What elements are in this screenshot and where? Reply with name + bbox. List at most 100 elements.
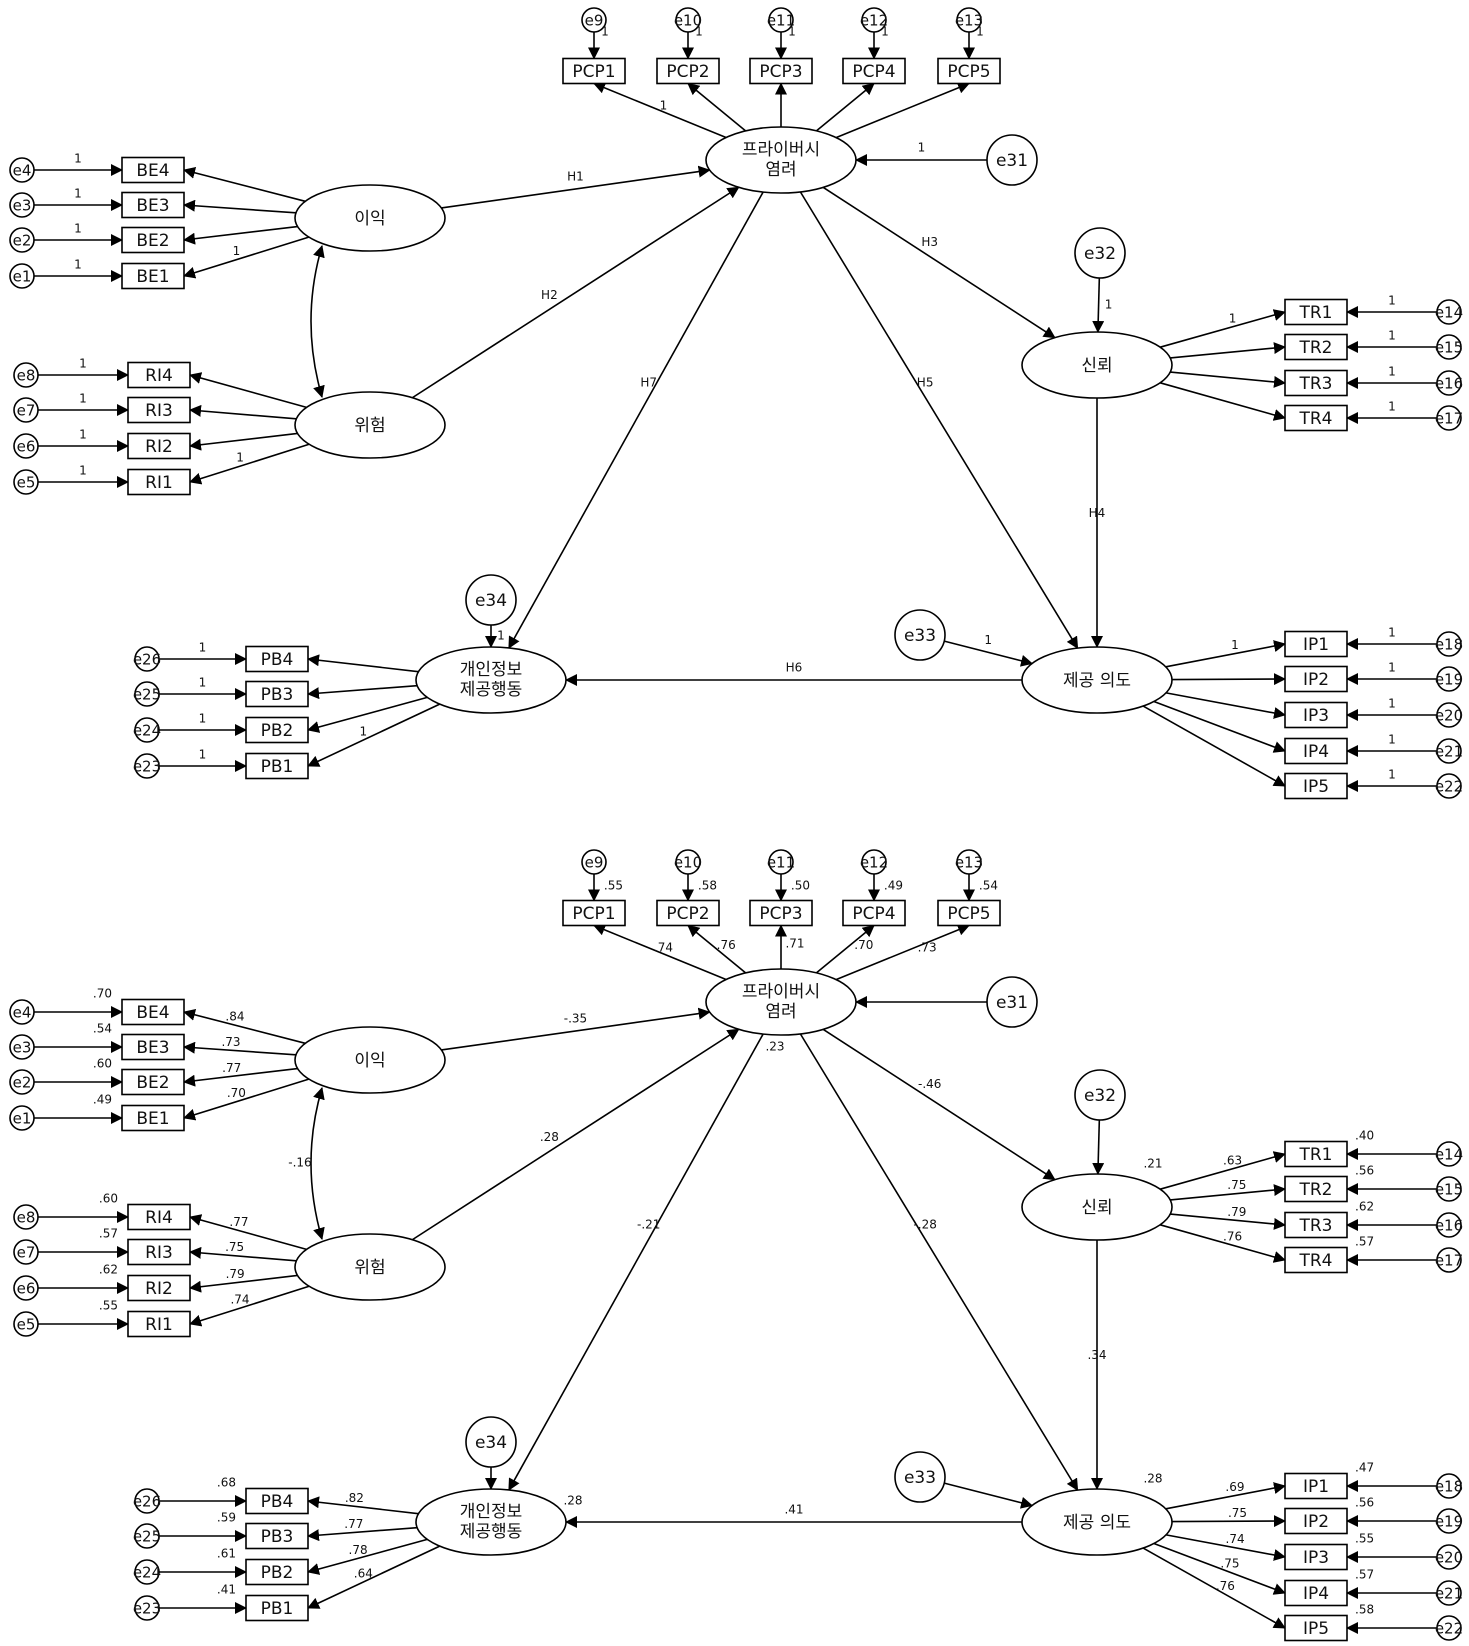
indicator-pcp2-box <box>656 57 720 85</box>
path-h4-label: .34 <box>1087 1348 1106 1362</box>
error-e1-label: e1 <box>13 1110 32 1128</box>
r2-be4-label: .70 <box>93 987 112 1001</box>
indicator-ip3-label: IP3 <box>1303 706 1329 726</box>
indicator-pb2-box <box>245 1558 309 1586</box>
loading-pcp3-label: .71 <box>785 936 804 950</box>
error-e14-circle <box>1436 299 1462 325</box>
error-e5-circle <box>13 469 39 495</box>
latent-pcp-label-line1: 프라이버시 <box>742 982 820 1002</box>
indicator-ri3-box <box>127 1238 191 1266</box>
indicator-ri3-label: RI3 <box>145 1243 173 1263</box>
error-e17-label: e17 <box>1435 1252 1463 1270</box>
path-h1-arrow <box>441 165 711 209</box>
error-e12-label: e12 <box>860 854 888 872</box>
error-e2-label: e2 <box>13 232 32 250</box>
error-e17-weight-label: 1 <box>1388 400 1396 414</box>
indicator-tr4-label: TR4 <box>1298 1251 1332 1271</box>
indicator-ip2-box <box>1284 1507 1348 1535</box>
indicator-pcp2-label: PCP2 <box>666 62 709 82</box>
loading-pcp4-label: .70 <box>854 938 873 952</box>
error-e9-label: e9 <box>585 12 604 30</box>
indicator-pb2-label: PB2 <box>261 721 294 741</box>
loading-ri1-arrow <box>189 443 310 485</box>
latent-pcp-ellipse <box>705 968 857 1036</box>
loading-ip5-label: .76 <box>1216 1579 1235 1593</box>
path-h5-label: H5 <box>917 376 934 390</box>
indicator-ip3-box <box>1284 1543 1348 1571</box>
indicator-ip3-label: IP3 <box>1303 1548 1329 1568</box>
indicator-pb4-box <box>245 645 309 673</box>
path-h1-arrow <box>441 1007 711 1051</box>
r2-ip1-label: .47 <box>1355 1461 1374 1475</box>
indicator-ri4-box <box>127 1203 191 1231</box>
indicator-pb2-label: PB2 <box>261 1563 294 1583</box>
error-e12-weight-label: 1 <box>881 25 889 39</box>
path-h1-label: H1 <box>567 170 584 184</box>
path-h7-arrow <box>508 191 764 649</box>
error-e2-circle <box>9 1069 35 1095</box>
indicator-pcp4-label: PCP4 <box>852 904 895 924</box>
indicator-ri4-box <box>127 361 191 389</box>
error-e25-circle <box>134 681 160 707</box>
loading-be3-label: .73 <box>221 1035 240 1049</box>
standardized-model-panel: -.35.28-.46.34-.28.41-.21-.16.84.73.77.7… <box>9 849 1463 1642</box>
error-e6-label: e6 <box>17 438 36 456</box>
error-e13-label: e13 <box>955 854 983 872</box>
error-e14-label: e14 <box>1435 1146 1463 1164</box>
indicator-be2-box <box>121 1068 185 1096</box>
indicator-pcp5-label: PCP5 <box>947 62 990 82</box>
indicator-be3-label: BE3 <box>136 1038 169 1058</box>
indicator-pb1-box <box>245 1594 309 1622</box>
indicator-tr1-label: TR1 <box>1298 1145 1332 1165</box>
disturbance-e31-circle <box>986 134 1038 186</box>
indicator-pcp3-label: PCP3 <box>759 904 802 924</box>
error-e4-weight-label: 1 <box>74 152 82 166</box>
indicator-be1-box <box>121 262 185 290</box>
indicator-be4-label: BE4 <box>136 1003 169 1023</box>
loading-pcp1-arrow <box>593 924 727 981</box>
loading-tr3-arrow <box>1170 371 1286 388</box>
indicator-pcp1-label: PCP1 <box>572 904 615 924</box>
loading-tr2-arrow <box>1170 1184 1286 1201</box>
indicator-be2-label: BE2 <box>136 1073 169 1093</box>
r2-ri4-label: .60 <box>99 1192 118 1206</box>
indicator-pcp3-label: PCP3 <box>759 62 802 82</box>
disturbance-e32-weight-label: 1 <box>1105 297 1113 311</box>
indicator-ri1-label: RI1 <box>145 1315 173 1335</box>
loading-ri4-arrow <box>189 1214 307 1251</box>
loading-tr2-label: .75 <box>1227 1178 1246 1192</box>
loading-pb1-arrow <box>307 703 441 767</box>
loading-ip1-arrow <box>1165 640 1286 668</box>
r2-ip4-label: .57 <box>1355 1568 1374 1582</box>
benefit-risk-covariance-arrow <box>310 245 325 398</box>
error-e10-label: e10 <box>674 854 702 872</box>
error-e5-weight-label: 1 <box>79 464 87 478</box>
error-e7-weight-label: 1 <box>79 392 87 406</box>
error-e25-label: e25 <box>133 1528 161 1546</box>
r2-pb-label: .28 <box>563 1494 582 1508</box>
indicator-be3-box <box>121 1033 185 1061</box>
loading-pb1-label: .64 <box>354 1566 373 1580</box>
loading-ip1-label: .69 <box>1225 1480 1244 1494</box>
error-e19-circle <box>1436 666 1462 692</box>
error-e21-circle <box>1436 1580 1462 1606</box>
r2-ri2-label: .62 <box>99 1263 118 1277</box>
latent-ip-label: 제공 의도 <box>1063 1513 1131 1533</box>
indicator-tr2-label: TR2 <box>1298 1180 1332 1200</box>
indicator-pcp2-box <box>656 899 720 927</box>
error-e20-weight-label: 1 <box>1388 697 1396 711</box>
disturbance-e32-arrow <box>1092 1119 1105 1176</box>
error-e24-circle <box>134 1559 160 1585</box>
error-e11-label: e11 <box>767 854 795 872</box>
loading-tr4-label: .76 <box>1223 1230 1242 1244</box>
error-e1-circle <box>9 263 35 289</box>
loading-be4-label: .84 <box>225 1010 244 1024</box>
error-e26-label: e26 <box>133 1493 161 1511</box>
disturbance-e34-circle <box>465 1416 517 1468</box>
disturbance-e34-circle <box>465 574 517 626</box>
path-h7-label: H7 <box>640 376 657 390</box>
loading-ip4-arrow <box>1153 700 1286 753</box>
loading-ip5-arrow <box>1142 705 1286 787</box>
latent-pb-label-line2: 제공행동 <box>460 680 523 700</box>
error-e6-circle <box>13 433 39 459</box>
